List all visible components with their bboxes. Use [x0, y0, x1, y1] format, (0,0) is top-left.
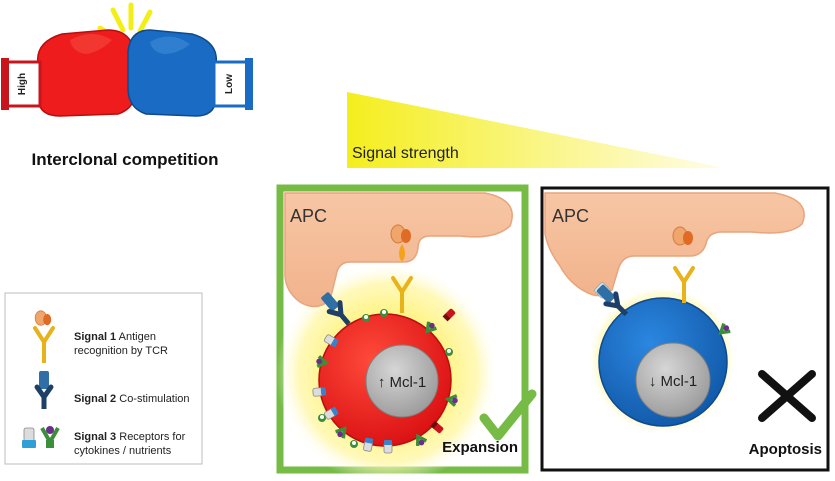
blue-boxing-glove-icon: Low	[127, 29, 253, 117]
legend-signal-1-line-1: Antigen	[116, 331, 156, 343]
legend-signal-3-line-2: cytokines / nutrients	[74, 445, 172, 457]
panel-expansion: APC ↑ Mcl-1	[276, 184, 537, 481]
red-boxing-glove-icon: High	[1, 29, 137, 117]
glove-left-label: High	[17, 73, 28, 95]
outcome-label-apoptosis: Apoptosis	[749, 441, 822, 458]
apc-label: APC	[552, 206, 589, 226]
cross-mark-icon	[758, 370, 816, 422]
legend-signal-1-title: Signal 1	[74, 331, 116, 343]
check-mark-icon	[479, 389, 537, 441]
legend-item-signal-1: Signal 1 Antigen recognition by TCR	[33, 310, 168, 365]
nucleus	[635, 342, 711, 418]
mcl1-label-down: ↓ Mcl-1	[649, 373, 697, 390]
competition-title: Interclonal competition	[31, 150, 218, 169]
cytokine-receptor-icon	[22, 426, 60, 448]
legend-signal-3-line-1: Receptors for	[116, 431, 185, 443]
panel-apoptosis: APC ↓ Mcl-1 Apoptosis	[540, 186, 830, 472]
glove-right-label: Low	[224, 74, 235, 94]
signal-strength-label: Signal strength	[352, 145, 459, 162]
legend-item-signal-3: Signal 3 Receptors for cytokines / nutri…	[22, 426, 186, 457]
competition-graphic: High Low Interclonal competition	[1, 2, 253, 169]
svg-text:Signal 3 Receptors for: Signal 3 Receptors for	[74, 431, 186, 443]
signal-strength-wedge: Signal strength	[347, 92, 725, 168]
legend-signal-3-title: Signal 3	[74, 431, 116, 443]
svg-text:Signal 1 Antigen: Signal 1 Antigen	[74, 331, 156, 343]
outcome-label-expansion: Expansion	[442, 439, 518, 456]
legend-box: Signal 1 Antigen recognition by TCR Sign…	[4, 292, 203, 465]
apc-cell: APC	[544, 192, 805, 297]
legend-signal-1-line-2: recognition by TCR	[74, 345, 168, 357]
svg-text:Signal 2 Co-stimulation: Signal 2 Co-stimulation	[74, 393, 190, 405]
legend-item-signal-2: Signal 2 Co-stimulation	[37, 371, 190, 409]
mcl1-label-up: ↑ Mcl-1	[378, 374, 426, 391]
legend-signal-2-title: Signal 2	[74, 393, 116, 405]
costimulation-receptor	[593, 281, 631, 319]
apc-cell: APC	[284, 192, 513, 308]
legend-signal-2-line-1: Co-stimulation	[116, 393, 189, 405]
nucleus	[365, 344, 439, 418]
tcr-antigen-signal	[390, 224, 413, 315]
apc-label: APC	[290, 206, 327, 226]
